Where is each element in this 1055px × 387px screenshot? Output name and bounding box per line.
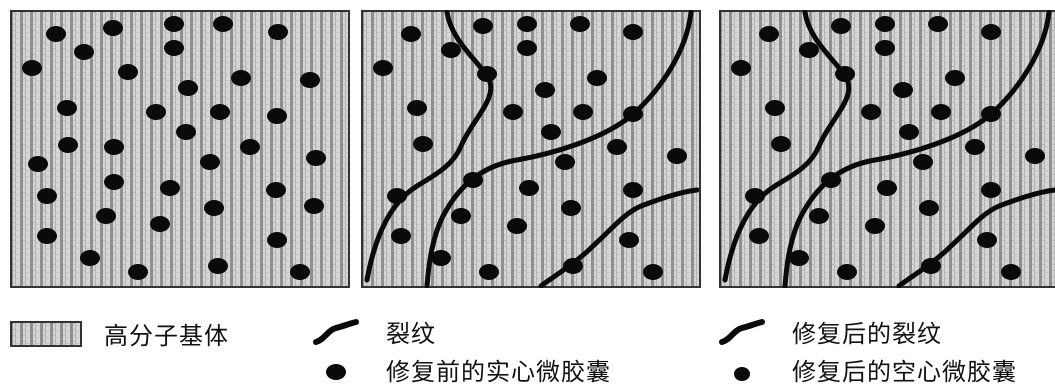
- legend-hollow-capsule-label: 修复后的空心微胶囊: [792, 358, 1017, 386]
- legend-healed-crack: 修复后的裂纹: [716, 314, 942, 349]
- legend-solid-capsule-label: 修复前的实心微胶囊: [386, 358, 611, 386]
- hollow-capsule-icon: [734, 366, 750, 381]
- legend-solid-capsule: 修复前的实心微胶囊: [310, 352, 611, 387]
- legend-healed-crack-label: 修复后的裂纹: [792, 320, 942, 348]
- capsules: [731, 16, 1045, 280]
- panel-before-damage: [10, 10, 350, 288]
- cracks: [364, 10, 700, 288]
- panel-after-repair: [719, 10, 1055, 288]
- matrix-swatch-icon: [10, 320, 82, 347]
- legend-matrix-label: 高分子基体: [104, 322, 229, 350]
- legend-crack: 裂纹: [310, 314, 436, 349]
- legend-hollow-capsule: 修复后的空心微胶囊: [716, 352, 1017, 387]
- healed-crack-icon: [719, 318, 765, 345]
- legend-matrix: 高分子基体: [10, 316, 229, 351]
- healed-cracks: [722, 10, 1055, 288]
- capsules: [22, 16, 326, 280]
- crack-icon: [313, 318, 359, 345]
- solid-capsule-icon: [326, 363, 346, 380]
- panel-cracked: [361, 10, 701, 288]
- legend-crack-label: 裂纹: [386, 320, 436, 348]
